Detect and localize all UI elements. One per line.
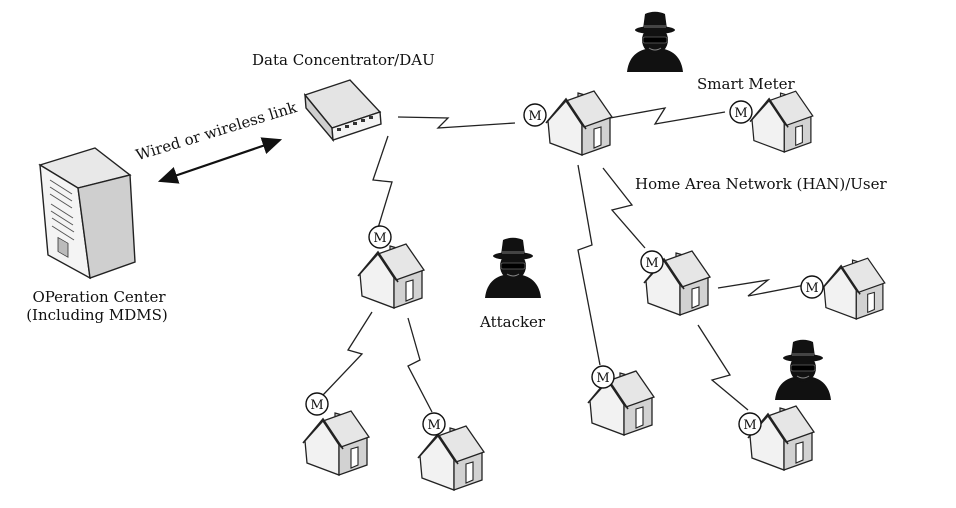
house-right-icon (821, 257, 886, 320)
meter-han-icon: M (640, 250, 664, 274)
house-bottom-left-icon (302, 410, 371, 476)
wireless-link-han-house-to-bottom-right (697, 324, 749, 411)
meter-bottom-right-letter: M (743, 418, 756, 433)
meter-bottom-left-letter: M (310, 398, 323, 413)
meter-han-letter: M (645, 256, 658, 271)
meter-central-icon: M (523, 103, 547, 127)
house-smart-meter-icon (749, 90, 814, 153)
meter-central-letter: M (528, 109, 541, 124)
meter-bottom-mid-letter: M (427, 418, 440, 433)
wireless-link-left-house-to-bottom-mid (407, 317, 433, 413)
wireless-link-dau-to-left-house (372, 135, 393, 229)
house-left-icon (357, 243, 426, 309)
wireless-link-dau-to-central-house (397, 116, 516, 129)
operation-center-server-icon (38, 147, 136, 280)
meter-smart-meter-icon: M (729, 100, 753, 124)
wireless-link-left-house-to-bottom-left (322, 311, 373, 396)
data-concentrator-icon (303, 79, 382, 143)
wireless-link-central-to-han-house (602, 167, 646, 249)
smart-meter-label: Smart Meter (697, 75, 795, 93)
attackers-layer (485, 11, 831, 400)
meter-right-icon: M (800, 275, 824, 299)
meter-smart-meter-letter: M (734, 106, 747, 121)
wireless-link-central-to-smart-meter-house (609, 107, 726, 125)
meter-bottom-left-icon: M (305, 392, 329, 416)
wired-or-wireless-link-arrow (157, 137, 283, 184)
meter-left-letter: M (373, 231, 386, 246)
meter-bottom-center-icon: M (591, 365, 615, 389)
wireless-link-central-to-bottom-house (577, 164, 601, 366)
meter-left-icon: M (368, 225, 392, 249)
attacker-middle-icon (485, 237, 541, 298)
meter-bottom-center-letter: M (596, 371, 609, 386)
house-central-icon (545, 90, 614, 156)
house-bottom-mid-icon (417, 425, 486, 491)
house-bottom-center-icon (587, 370, 656, 436)
meter-bottom-right-icon: M (738, 412, 762, 436)
wireless-link-han-house-to-right-house (717, 278, 806, 297)
meter-right-letter: M (805, 281, 818, 296)
han-user-label: Home Area Network (HAN)/User (635, 175, 887, 193)
houses-layer: M M M M M M M M M (302, 90, 886, 491)
operation-center-label-line1: OPeration Center (32, 288, 166, 306)
data-concentrator-label: Data Concentrator/DAU (252, 51, 435, 69)
house-han-icon (643, 250, 712, 316)
meter-bottom-mid-icon: M (422, 412, 446, 436)
attacker-top-icon (627, 11, 683, 72)
operation-center-label-line2: (Including MDMS) (26, 306, 168, 324)
wireless-links (322, 107, 806, 413)
attacker-right-icon (775, 339, 831, 400)
attacker-label: Attacker (480, 313, 546, 331)
